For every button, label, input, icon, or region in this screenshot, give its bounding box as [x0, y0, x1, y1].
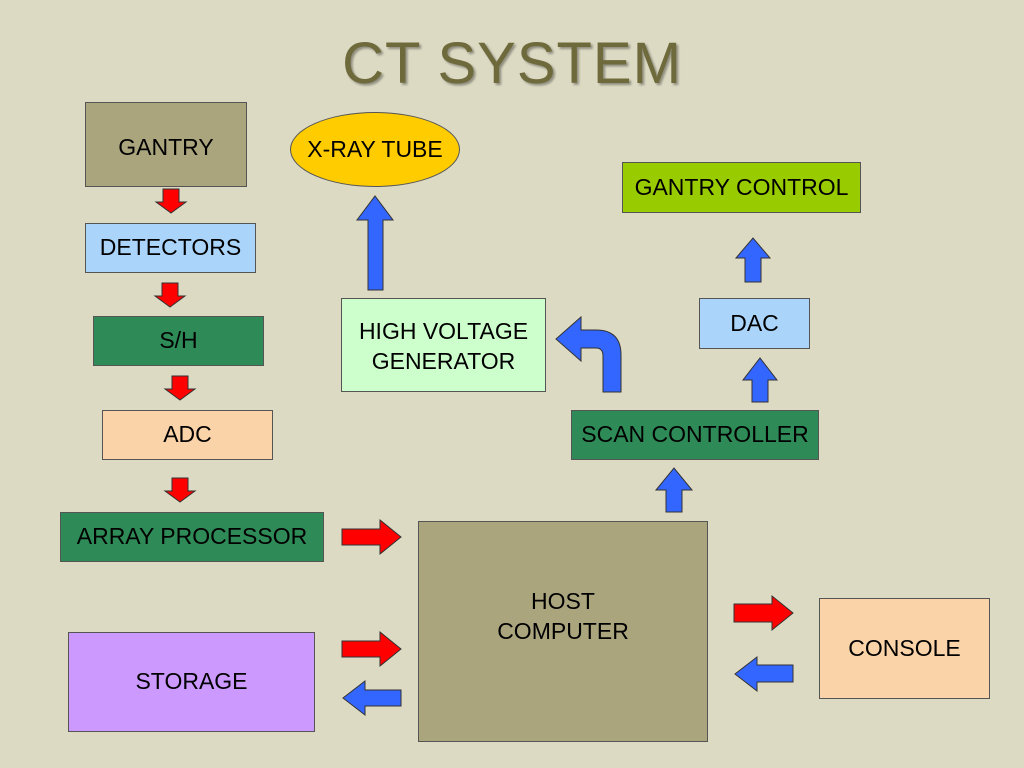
arrow-host-to-scan-controller: [654, 467, 694, 513]
arrow-hv-to-xray-tube: [356, 195, 394, 291]
storage-box: STORAGE: [68, 632, 315, 732]
arrow-scan-controller-to-dac: [741, 357, 779, 403]
arrow-host-to-storage: [342, 679, 402, 717]
arrow-host-to-console: [733, 594, 794, 632]
dac-box: DAC: [699, 298, 810, 349]
array-processor-box: ARRAY PROCESSOR: [60, 512, 324, 562]
arrow-scan-controller-to-hv-generator: [555, 315, 622, 393]
detectors-label: DETECTORS: [99, 234, 242, 261]
arrow-detectors-to-sh: [153, 282, 187, 308]
arrow-dac-to-gantry-control: [734, 237, 772, 283]
hv-generator-label: HIGH VOLTAGE GENERATOR: [358, 318, 529, 374]
array-processor-label: ARRAY PROCESSOR: [76, 523, 308, 550]
gantry-label: GANTRY: [118, 134, 214, 160]
arrow-array-processor-to-host: [341, 518, 402, 556]
arrow-storage-to-host: [341, 630, 402, 668]
scan-controller-box: SCAN CONTROLLER: [571, 410, 819, 460]
adc-box: ADC: [102, 410, 273, 460]
console-label: CONSOLE: [848, 634, 961, 661]
sh-label: S/H: [159, 327, 198, 354]
dac-label: DAC: [730, 309, 779, 336]
gantry-control-box: GANTRY CONTROL: [622, 162, 861, 213]
host-computer-box: HOST COMPUTER: [418, 521, 708, 742]
detectors-box: DETECTORS: [85, 223, 256, 273]
hv-generator-box: HIGH VOLTAGE GENERATOR: [341, 298, 546, 392]
adc-label: ADC: [163, 421, 212, 448]
arrow-gantry-to-detectors: [154, 188, 188, 214]
gantry-control-label: GANTRY CONTROL: [634, 173, 849, 200]
console-box: CONSOLE: [819, 598, 990, 699]
storage-label: STORAGE: [135, 668, 248, 695]
gantry-box: GANTRY: [85, 102, 247, 187]
arrow-sh-to-adc: [163, 375, 197, 401]
arrow-adc-to-array-processor: [163, 477, 197, 503]
page-title: CT SYSTEM: [342, 31, 682, 96]
sh-box: S/H: [93, 316, 264, 366]
scan-controller-label: SCAN CONTROLLER: [581, 421, 809, 448]
xray-tube-ellipse: X-RAY TUBE: [290, 112, 460, 187]
host-computer-label: HOST COMPUTER: [497, 587, 629, 644]
arrow-console-to-host: [734, 655, 794, 693]
xray-tube-label: X-RAY TUBE: [307, 136, 443, 162]
